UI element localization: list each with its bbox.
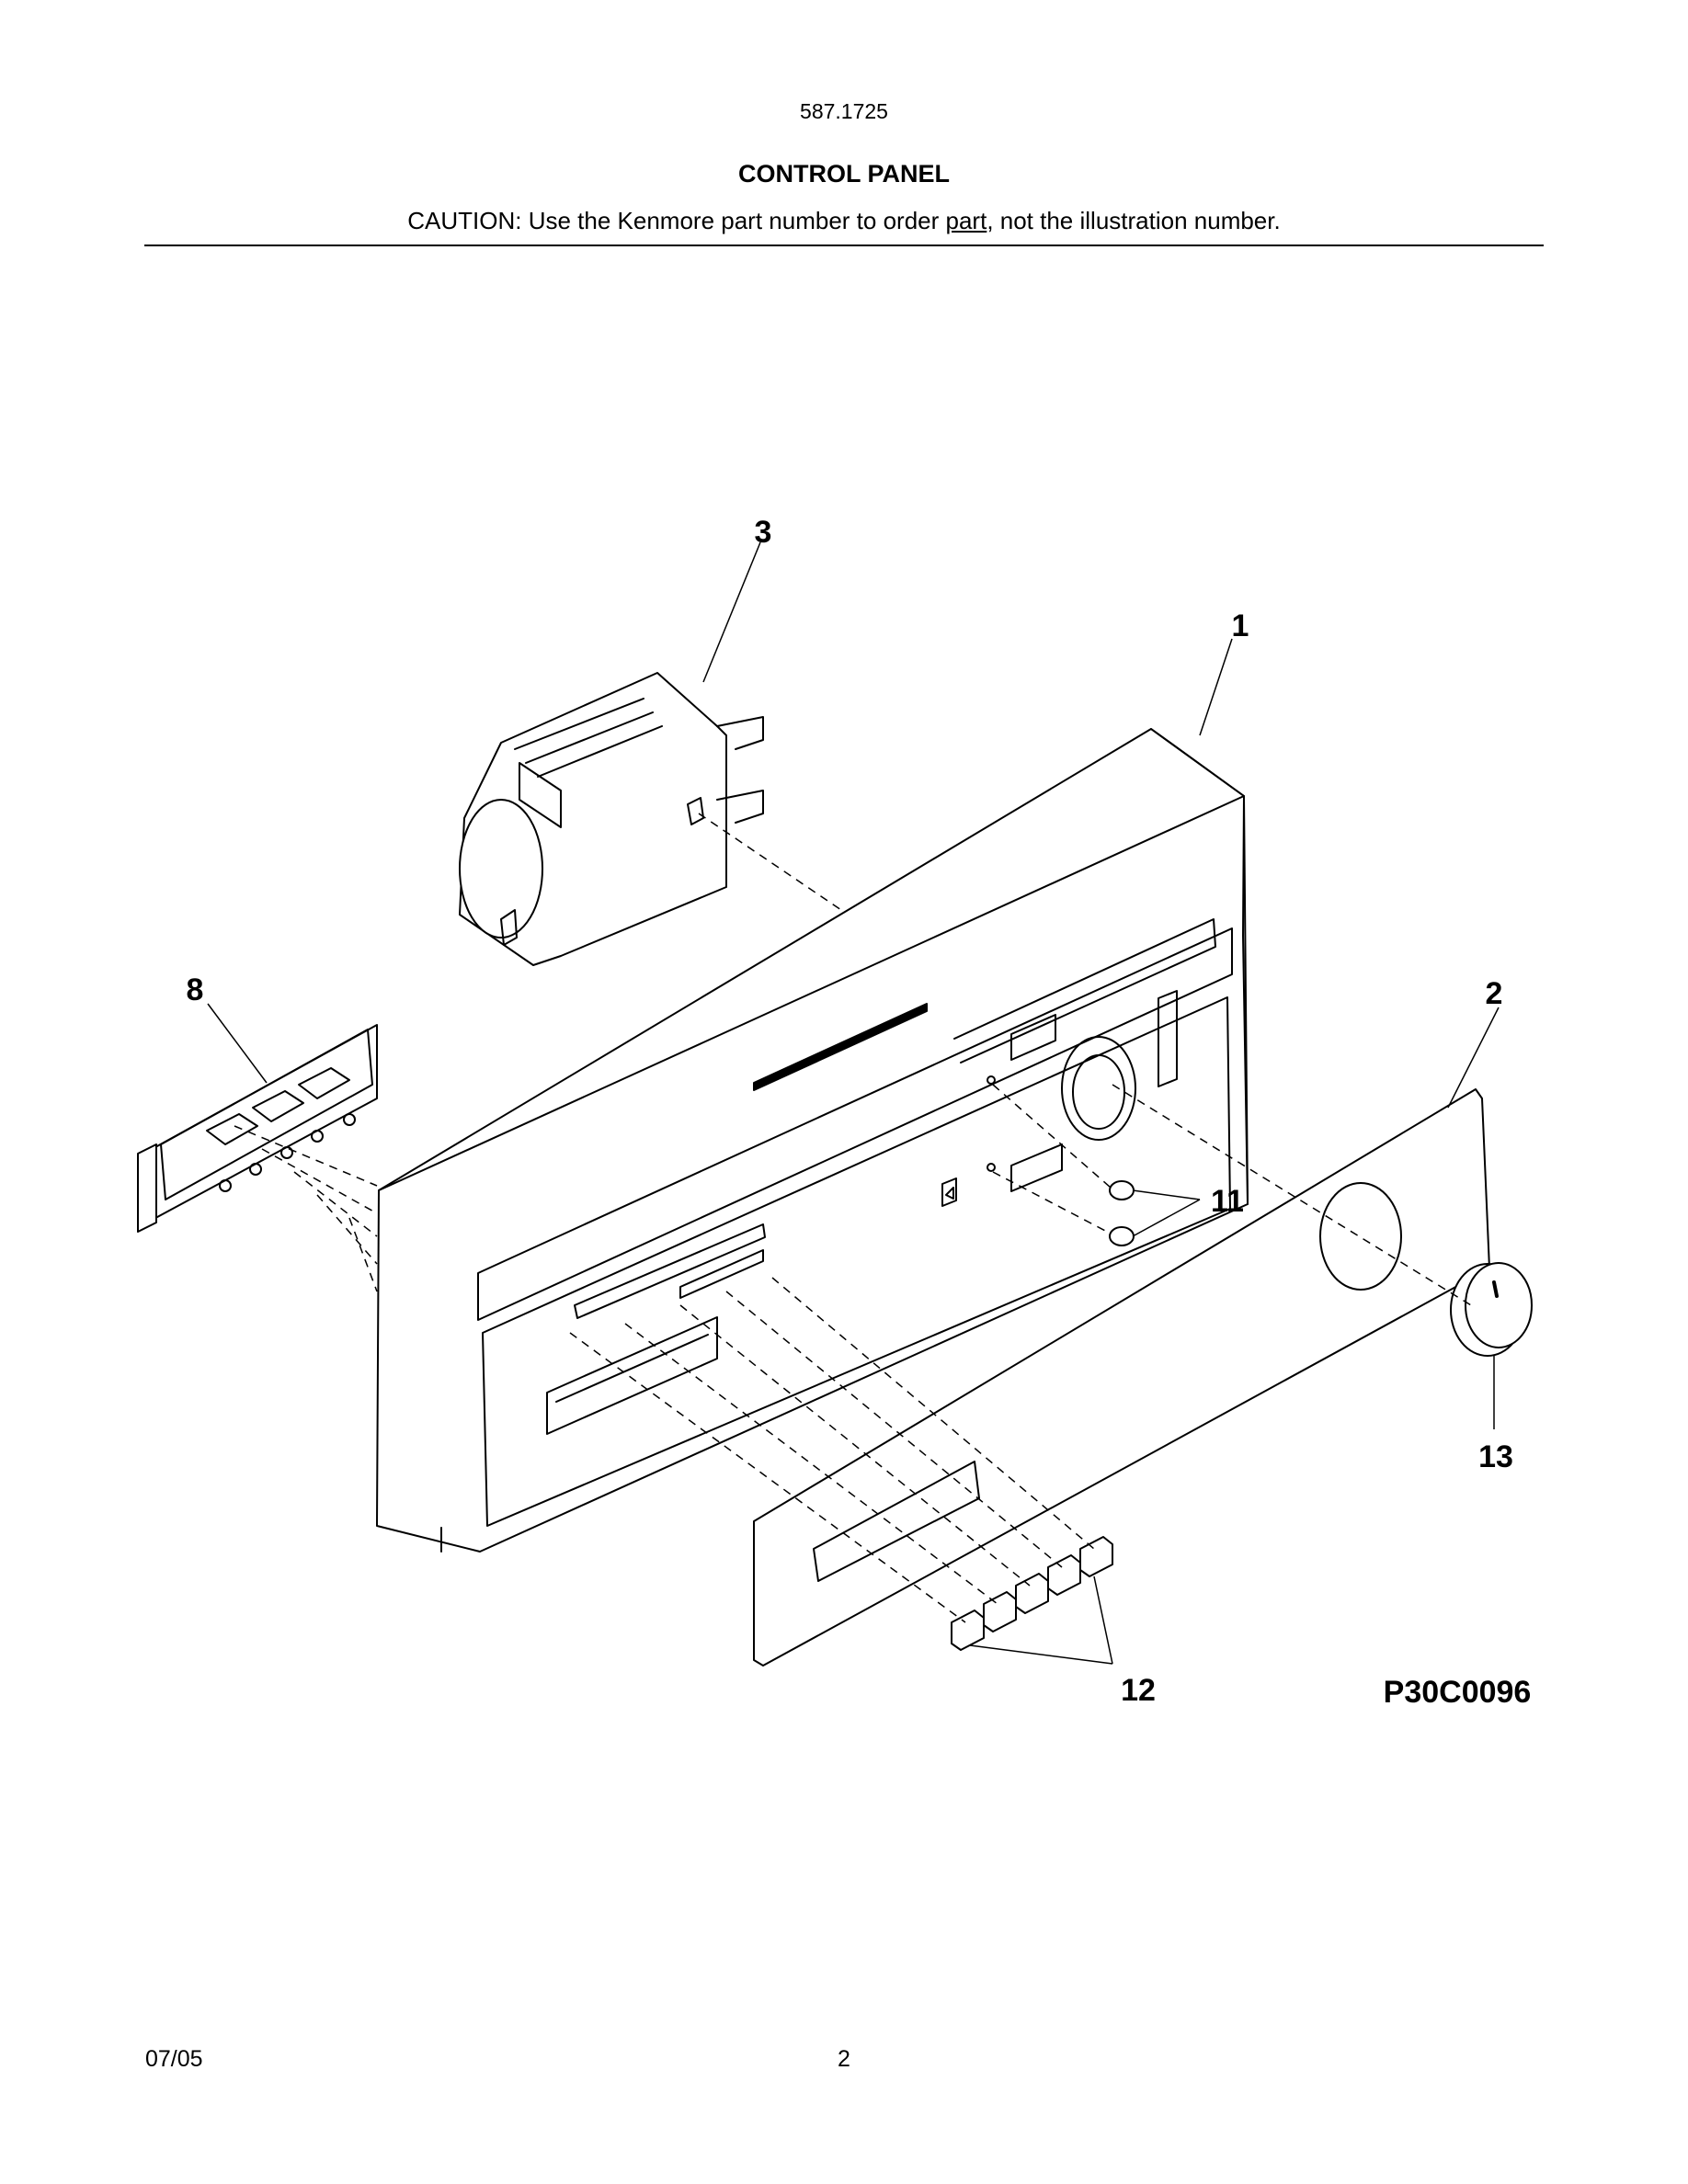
console-housing bbox=[376, 728, 1249, 1553]
alignment-lines bbox=[234, 813, 1472, 1623]
callout-8: 8 bbox=[187, 973, 204, 1007]
indicator-lenses bbox=[1109, 1180, 1135, 1246]
section-title: CONTROL PANEL bbox=[737, 160, 950, 188]
header-divider bbox=[144, 245, 1544, 246]
caution-underlined-word: part bbox=[945, 207, 987, 234]
figure-id: P30C0096 bbox=[1384, 1675, 1532, 1710]
caution-notice: CAUTION: Use the Kenmore part number to … bbox=[0, 207, 1688, 235]
callout-13: 13 bbox=[1478, 1439, 1513, 1474]
callout-3: 3 bbox=[755, 515, 772, 550]
switch-block bbox=[137, 1024, 378, 1233]
page-number: 2 bbox=[838, 2046, 850, 2072]
model-number: 587.1725 bbox=[800, 99, 888, 123]
callout-12: 12 bbox=[1121, 1673, 1156, 1708]
footer-date: 07/05 bbox=[145, 2046, 203, 2072]
caution-text-end: , not the illustration number. bbox=[987, 207, 1281, 234]
callout-11: 11 bbox=[1211, 1184, 1244, 1219]
leader-lines bbox=[207, 541, 1500, 1665]
control-knob bbox=[1450, 1262, 1533, 1357]
callout-1: 1 bbox=[1232, 609, 1249, 643]
caution-text-start: CAUTION: Use the Kenmore part number to … bbox=[407, 207, 946, 234]
timer bbox=[459, 672, 764, 966]
callout-2: 2 bbox=[1486, 976, 1503, 1011]
push-buttons bbox=[951, 1536, 1113, 1651]
